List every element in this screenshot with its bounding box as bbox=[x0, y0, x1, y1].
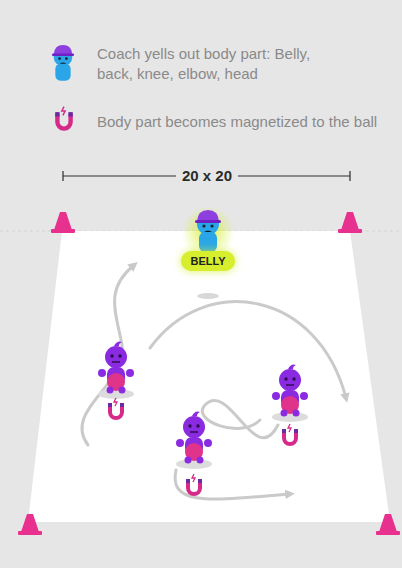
callout-pill: BELLY bbox=[181, 251, 234, 271]
legend-text: Coach yells out body part: Belly, back, … bbox=[97, 44, 325, 84]
called-body-part: BELLY bbox=[190, 254, 225, 268]
dimension-label: 20 x 20 bbox=[176, 167, 238, 185]
legend-text: Body part becomes magnetized to the ball bbox=[97, 112, 395, 132]
